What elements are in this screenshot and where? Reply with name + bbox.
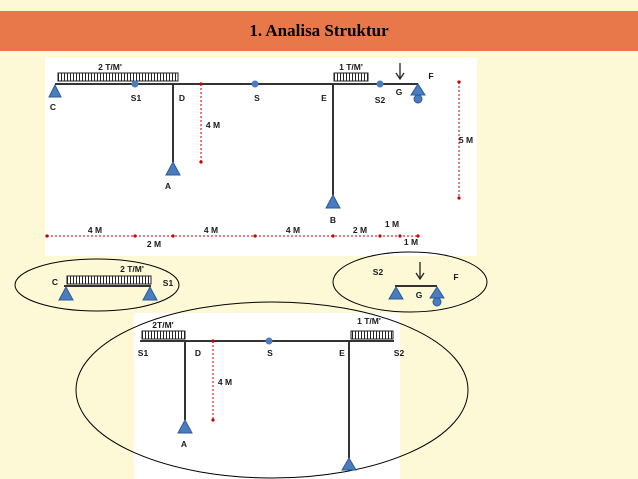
point-load-arrow-head — [395, 72, 405, 81]
distributed-load-right — [333, 72, 369, 82]
distributed-load-left — [57, 72, 179, 82]
bottom-sub-structure: 2T/M' 1 T/M' S1 D S E S2 A 4 M — [75, 301, 469, 479]
dim-2-label: 2 M — [147, 239, 161, 249]
left-sub-label-c: C — [52, 277, 58, 287]
hinge-s1 — [131, 80, 139, 88]
bottom-sub-support-a — [177, 418, 193, 434]
node-d-label: D — [179, 93, 185, 103]
node-f-label: F — [428, 71, 433, 81]
dim-5-label: 2 M — [353, 225, 367, 235]
left-sub-load-label: 2 T/M' — [120, 264, 144, 274]
bottom-sub-support-e — [341, 457, 357, 471]
dim-1-label: 4 M — [88, 225, 102, 235]
bottom-sub-load-left — [141, 330, 186, 340]
support-c — [48, 83, 62, 98]
title-bar: 1. Analisa Struktur — [0, 11, 638, 51]
right-sub-ellipse — [332, 251, 488, 313]
bottom-sub-label-e: E — [339, 348, 345, 358]
right-sub-label-g: G — [416, 290, 423, 300]
dim-col-a-label: 4 M — [206, 120, 220, 130]
bottom-sub-label-s2: S2 — [394, 348, 405, 358]
load-left-label: 2 T/M' — [98, 62, 122, 72]
bottom-sub-label-a: A — [181, 439, 187, 449]
left-sub-ellipse — [14, 258, 180, 312]
dim-col-b-label: 5 M — [459, 135, 473, 145]
node-a-label: A — [165, 181, 171, 191]
right-sub-label-s2: S2 — [373, 267, 384, 277]
right-sub-structure: S2 G F — [332, 251, 488, 313]
slide-header: 1. Analisa Struktur — [0, 0, 638, 58]
bottom-sub-dim-label: 4 M — [218, 377, 232, 387]
left-sub-support-s1 — [142, 285, 158, 301]
hinge-s2 — [376, 80, 384, 88]
dim-4-label: 4 M — [286, 225, 300, 235]
bottom-sub-load-right — [350, 330, 394, 340]
bottom-sub-load-left-label: 2T/M' — [152, 320, 173, 330]
load-right-label: 1 T/M' — [339, 62, 363, 72]
bottom-sub-ellipse — [75, 301, 469, 479]
right-sub-support-f — [429, 286, 445, 299]
node-g-label: G — [396, 87, 403, 97]
bottom-sub-label-s1: S1 — [138, 348, 149, 358]
node-s-label: S — [254, 93, 260, 103]
node-e-label: E — [321, 93, 327, 103]
main-diagram: 2 T/M' 1 T/M' C S1 D S E S2 G F A B 4 M … — [45, 58, 477, 256]
support-f-roller — [413, 94, 423, 104]
node-c-label: C — [50, 102, 56, 112]
left-sub-load — [66, 275, 152, 285]
dim-3-label: 4 M — [204, 225, 218, 235]
hinge-s — [251, 80, 259, 88]
right-sub-support-s2 — [388, 286, 404, 300]
bottom-sub-label-d: D — [195, 348, 201, 358]
left-sub-support-c — [58, 285, 74, 301]
right-sub-label-f: F — [453, 272, 458, 282]
support-b — [325, 193, 341, 209]
left-sub-label-s1: S1 — [163, 278, 174, 288]
bottom-sub-load-right-label: 1 T/M' — [357, 316, 381, 326]
slide-title: 1. Analisa Struktur — [249, 21, 389, 40]
left-sub-structure: 2 T/M' C S1 — [14, 258, 180, 312]
node-s2-label: S2 — [375, 95, 386, 105]
main-diagram-panel — [45, 58, 477, 256]
dim-6-label: 1 M — [385, 219, 399, 229]
dim-7-label: 1 M — [404, 237, 418, 247]
node-b-label: B — [330, 215, 336, 225]
node-s1-label: S1 — [131, 93, 142, 103]
bottom-sub-hinge-s — [265, 337, 273, 345]
bottom-sub-label-s: S — [267, 348, 273, 358]
support-a — [165, 160, 181, 176]
